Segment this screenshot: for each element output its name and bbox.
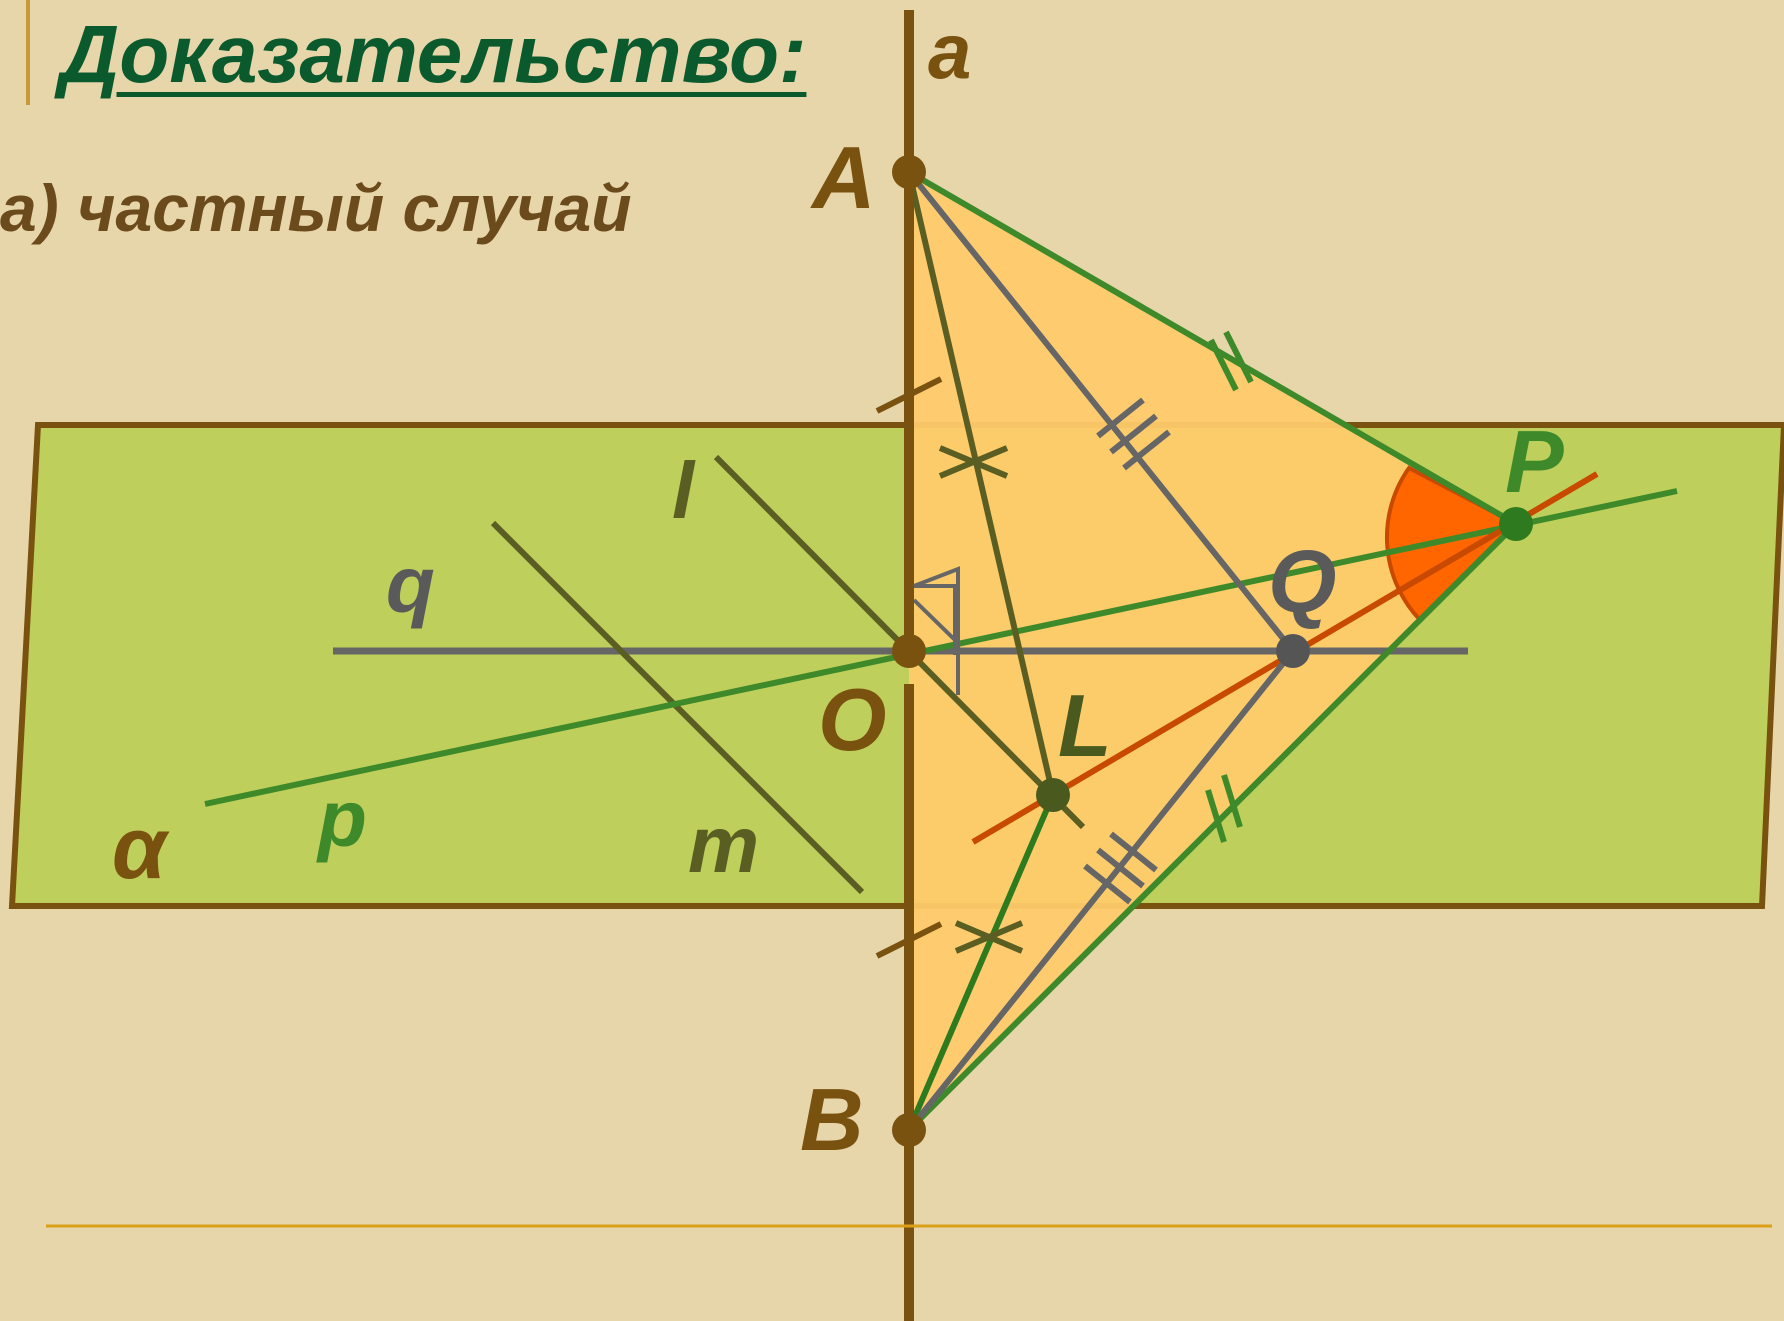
point-O-dot	[892, 634, 926, 668]
double-tick-AP	[1208, 330, 1254, 392]
label-line-a: a	[928, 7, 971, 95]
right-angle-mark-3	[912, 598, 957, 642]
label-line-p: p	[316, 774, 367, 863]
triple-tick-AQ	[1096, 397, 1171, 471]
label-point-P: P	[1505, 412, 1564, 511]
label-point-A: A	[810, 128, 876, 227]
tick-OB	[875, 921, 943, 959]
point-P-dot	[1499, 507, 1533, 541]
segment-BP	[906, 521, 1519, 1133]
label-plane-alpha: α	[112, 798, 170, 897]
right-angle-mark-2	[913, 566, 960, 695]
slide-title: Доказательство:	[60, 9, 807, 100]
cross-mark-BL	[954, 920, 1024, 954]
tick-AO	[875, 376, 943, 414]
point-B-dot	[892, 1113, 926, 1147]
label-line-l: l	[672, 446, 696, 535]
line-p	[204, 488, 1678, 807]
cross-mark-AL	[938, 445, 1009, 479]
slide-subtitle: а) частный случай	[0, 171, 632, 245]
title-accent-bar	[26, 0, 30, 105]
triple-tick-BQ	[1083, 831, 1158, 905]
label-point-Q: Q	[1268, 532, 1336, 631]
segment-AL	[906, 171, 1056, 796]
point-A-dot	[892, 155, 926, 189]
segment-BL	[906, 793, 1056, 1132]
point-Q-dot	[1276, 634, 1310, 668]
segment-AQ	[906, 170, 1296, 653]
double-tick-BP	[1205, 774, 1243, 843]
label-point-O: O	[818, 670, 886, 769]
line-m	[490, 520, 865, 895]
point-L-dot	[1036, 778, 1070, 812]
label-line-m: m	[688, 800, 759, 889]
label-point-B: B	[800, 1070, 864, 1169]
label-point-L: L	[1058, 676, 1112, 775]
right-angle-mark-1	[914, 584, 957, 655]
label-line-q: q	[386, 540, 435, 629]
segment-BQ	[906, 649, 1296, 1132]
